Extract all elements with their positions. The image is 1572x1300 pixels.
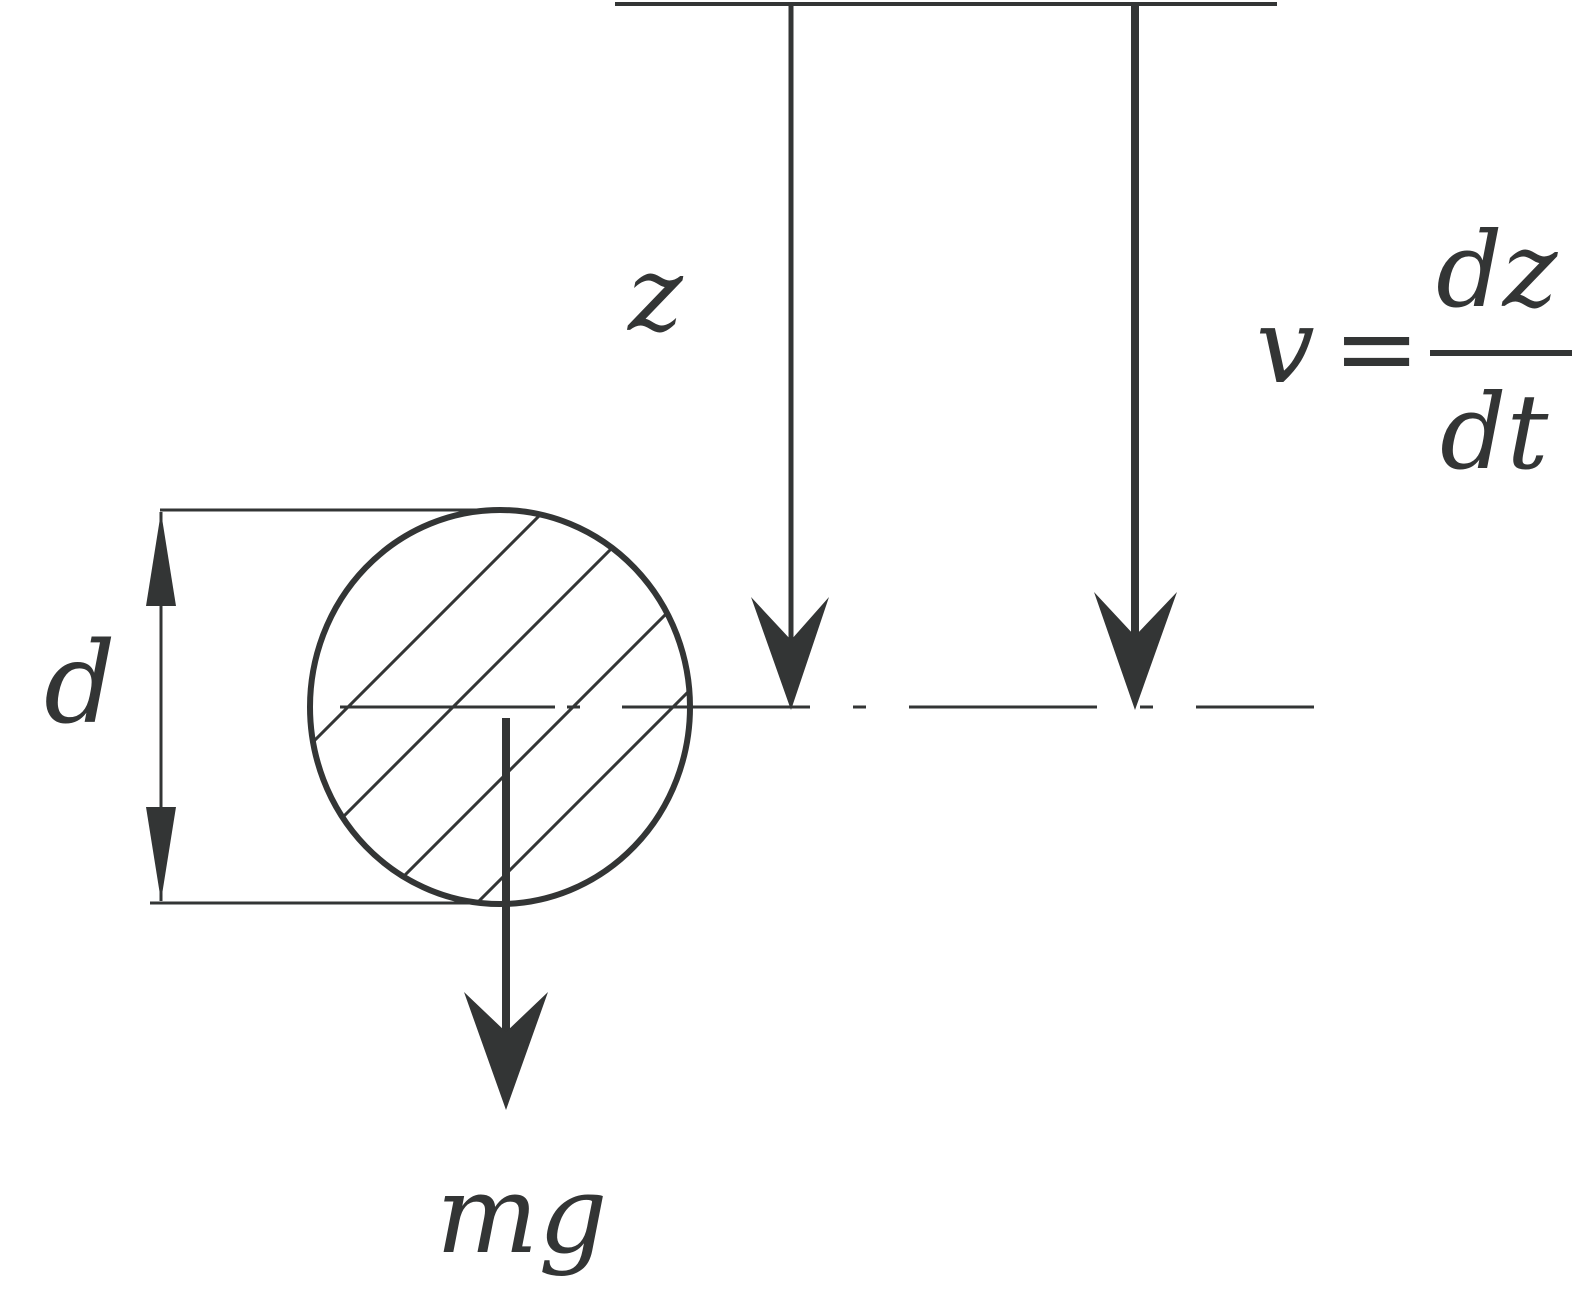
weight-label: mg bbox=[436, 1153, 608, 1278]
weight-arrow bbox=[464, 718, 548, 1110]
velocity-numerator: dz bbox=[1436, 209, 1559, 331]
diameter-dimension bbox=[146, 512, 176, 901]
displacement-label: z bbox=[626, 233, 684, 355]
sphere-hatching bbox=[310, 510, 690, 904]
velocity-symbol: v bbox=[1256, 285, 1315, 407]
sphere bbox=[307, 507, 693, 907]
velocity-denominator: dt bbox=[1440, 371, 1549, 493]
velocity-arrow bbox=[1094, 2, 1177, 710]
diameter-label: d bbox=[44, 619, 116, 749]
equals-sign: = bbox=[1333, 287, 1420, 409]
displacement-arrow bbox=[751, 2, 829, 710]
